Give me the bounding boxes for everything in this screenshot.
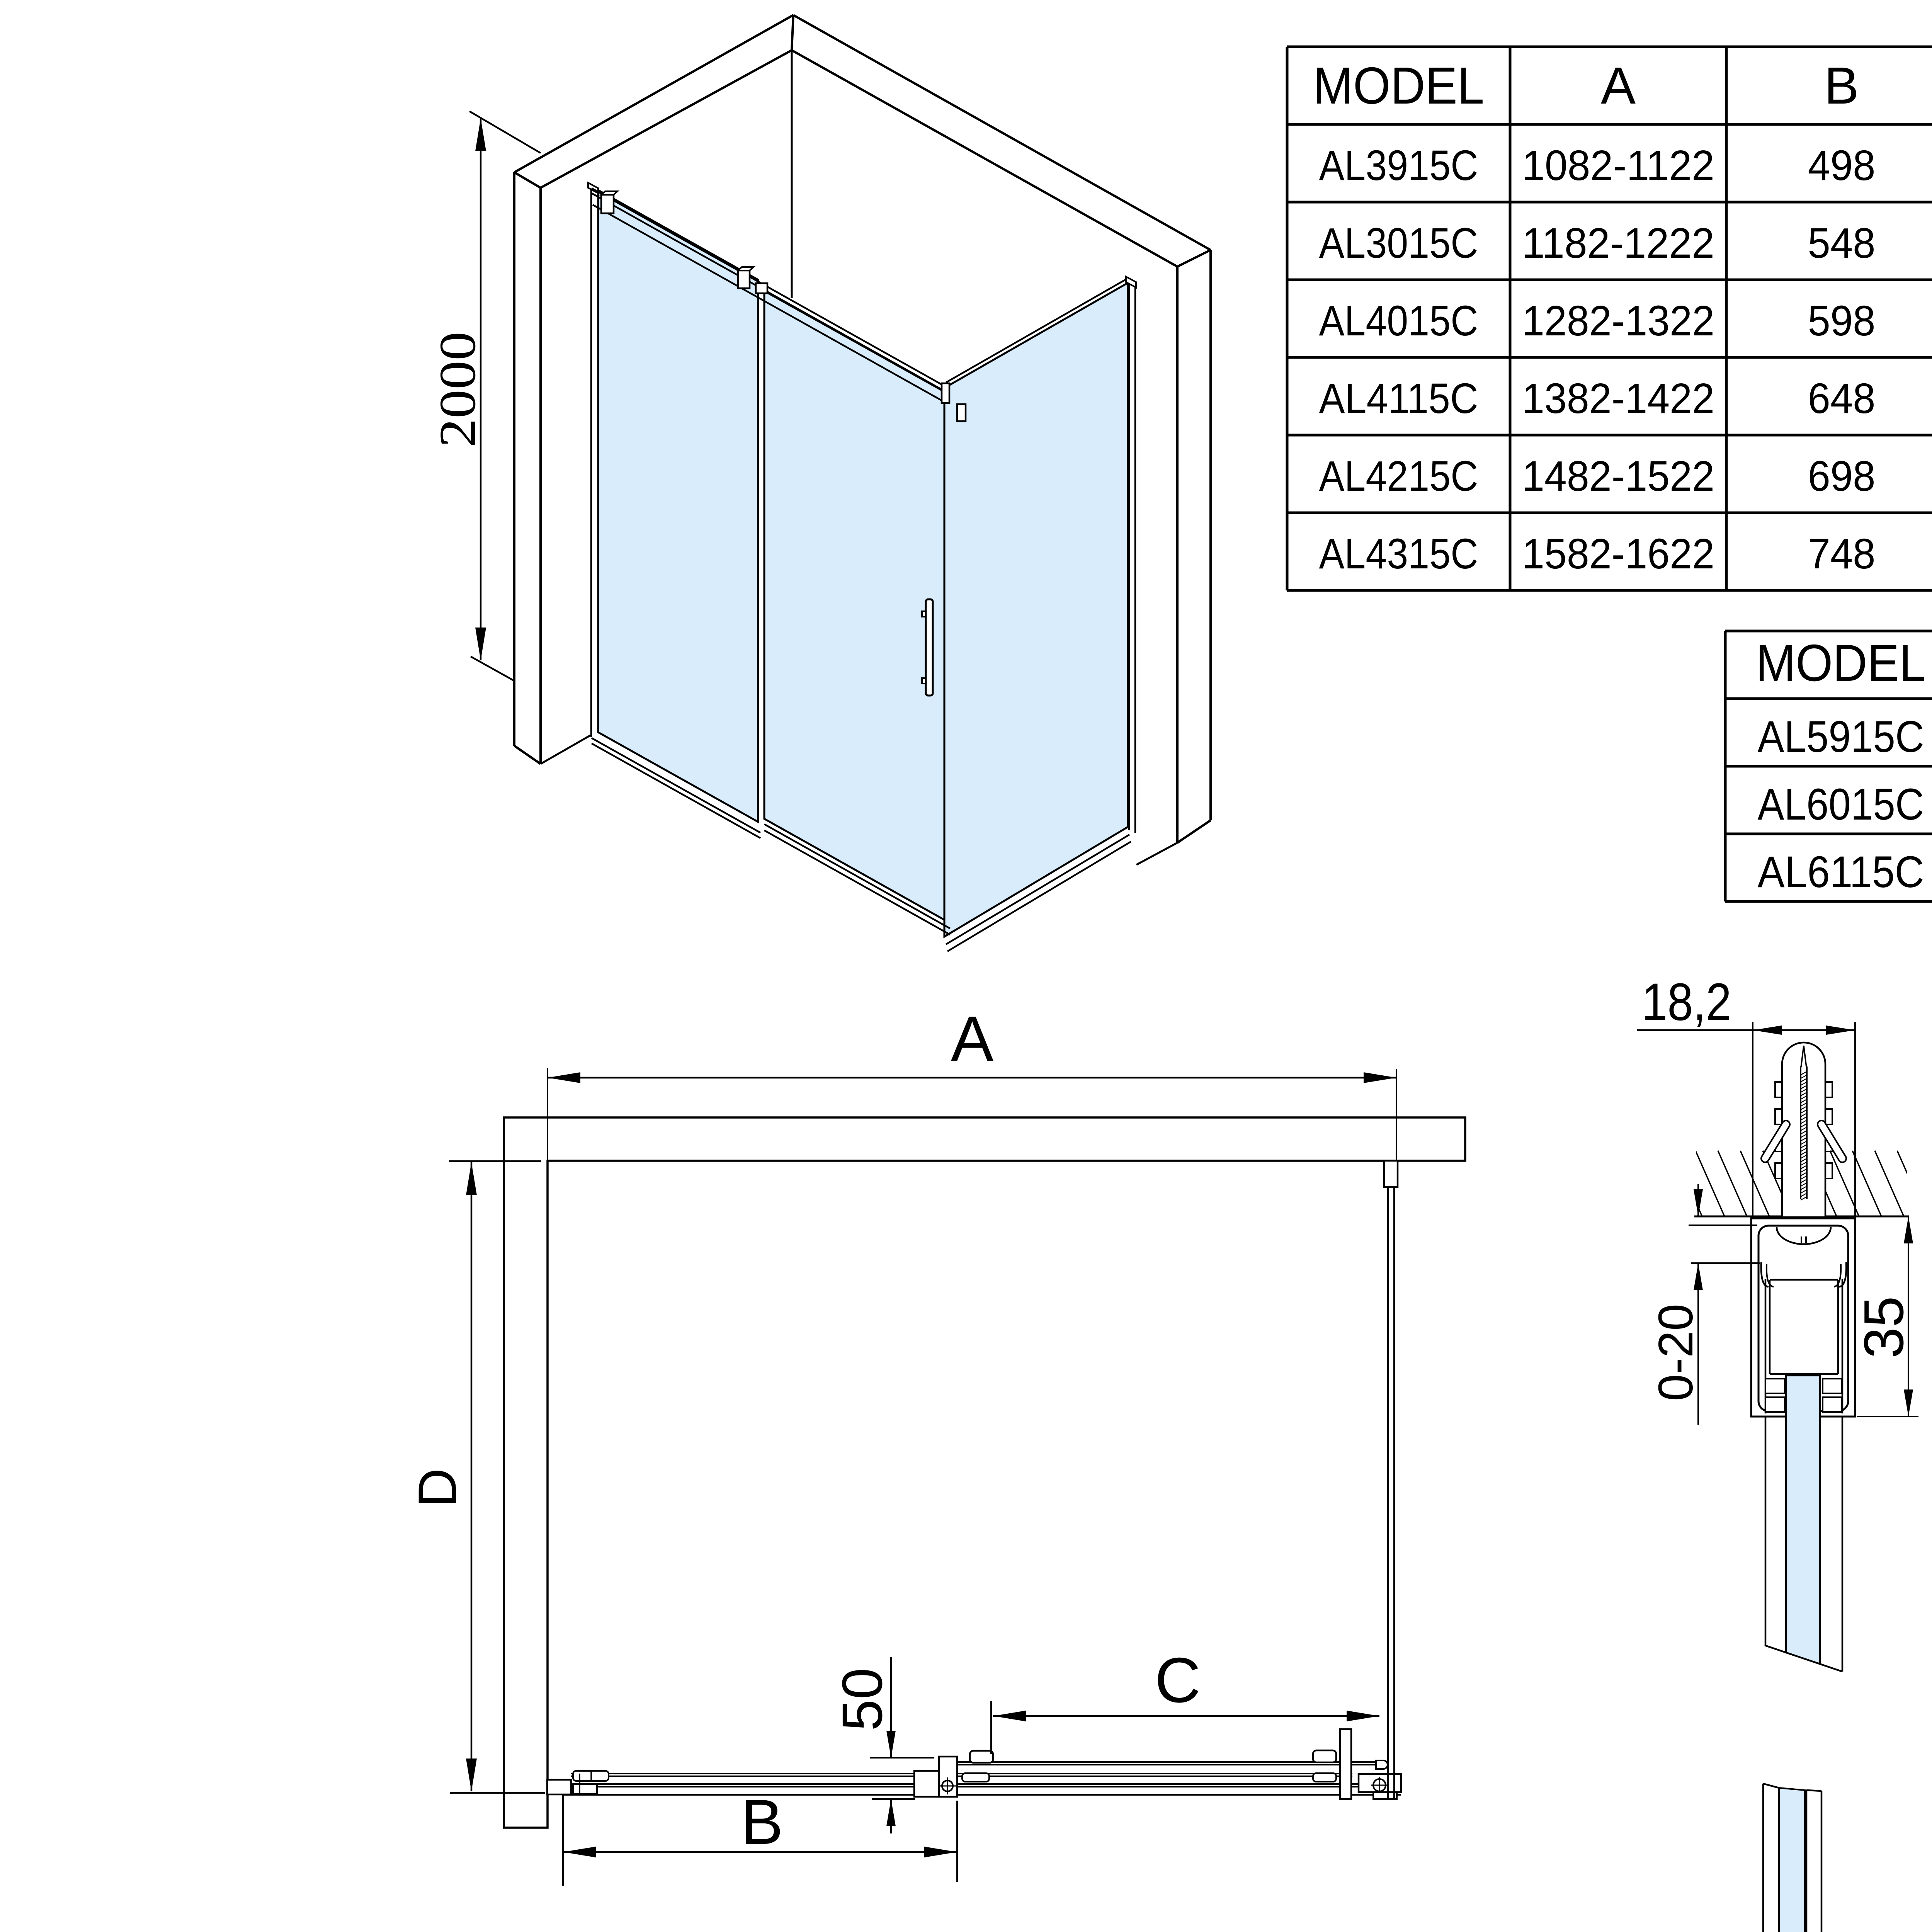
svg-text:AL4115C: AL4115C [1319,375,1478,422]
svg-text:18,2: 18,2 [1642,973,1731,1032]
svg-text:1382-1422: 1382-1422 [1522,375,1714,422]
svg-text:748: 748 [1808,530,1876,578]
svg-text:2000: 2000 [429,332,486,447]
svg-text:AL4215C: AL4215C [1319,452,1478,500]
svg-text:D: D [407,1468,468,1507]
svg-text:AL6015C: AL6015C [1758,780,1924,829]
svg-text:AL4315C: AL4315C [1319,530,1478,578]
svg-text:1482-1522: 1482-1522 [1522,452,1714,500]
svg-text:AL4015C: AL4015C [1319,297,1478,345]
svg-text:MODEL: MODEL [1756,634,1926,692]
svg-text:1182-1222: 1182-1222 [1522,219,1714,267]
svg-text:1082-1122: 1082-1122 [1522,142,1714,189]
svg-text:AL3015C: AL3015C [1319,219,1478,267]
svg-text:AL5915C: AL5915C [1758,712,1924,762]
svg-text:AL6115C: AL6115C [1758,847,1924,897]
svg-text:648: 648 [1808,375,1876,422]
svg-text:B: B [741,1786,783,1857]
svg-text:AL3915C: AL3915C [1319,142,1478,189]
svg-text:698: 698 [1808,452,1876,500]
svg-text:548: 548 [1808,219,1876,267]
svg-text:50: 50 [831,1668,894,1731]
svg-text:1582-1622: 1582-1622 [1522,530,1714,578]
svg-text:MODEL: MODEL [1313,56,1484,115]
svg-text:1282-1322: 1282-1322 [1522,297,1714,345]
svg-text:35: 35 [1852,1296,1915,1358]
svg-text:C: C [1155,1645,1201,1716]
svg-text:A: A [1601,56,1636,115]
svg-text:A: A [951,1003,993,1074]
svg-text:598: 598 [1808,297,1876,345]
svg-text:B: B [1824,56,1859,115]
svg-text:498: 498 [1808,142,1876,189]
svg-text:0-20: 0-20 [1648,1304,1703,1401]
